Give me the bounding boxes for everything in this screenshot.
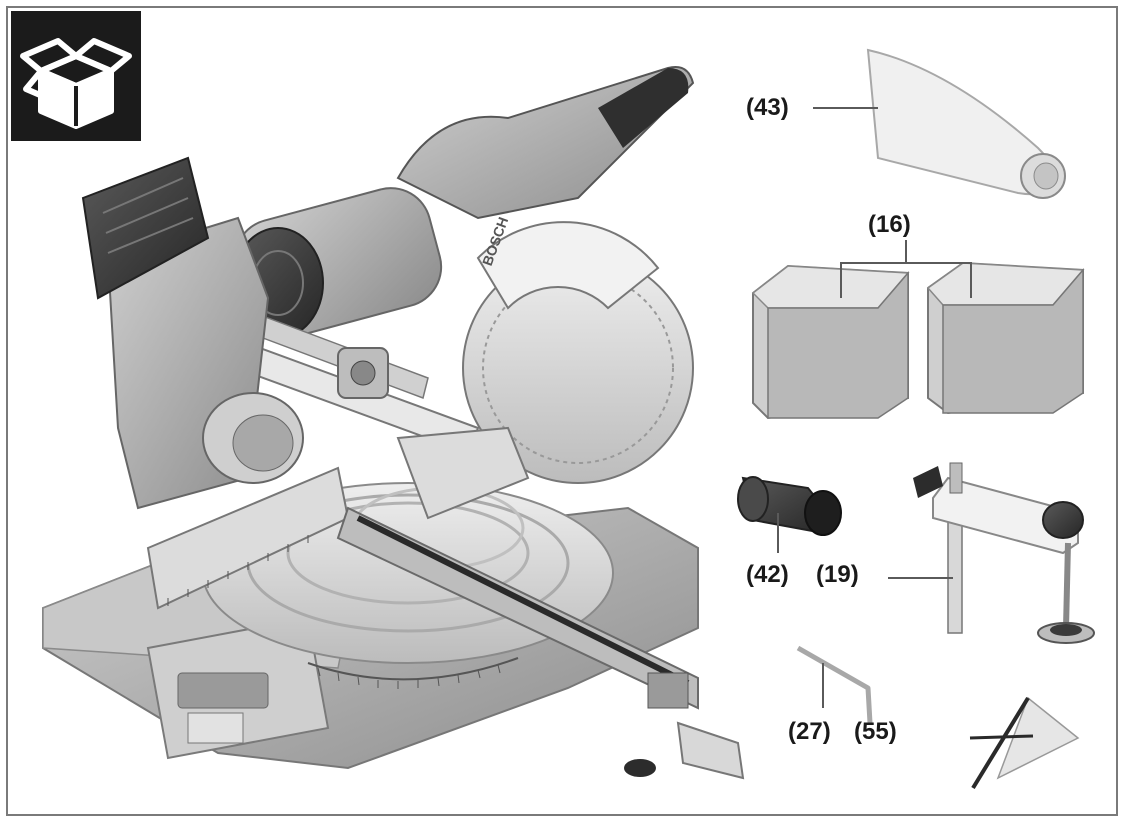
part-27-hex-key bbox=[796, 645, 873, 724]
part-42-adapter bbox=[737, 476, 842, 553]
table-extension-rail bbox=[336, 506, 699, 710]
callout-19: (19) bbox=[816, 561, 859, 588]
miter-scale bbox=[307, 657, 519, 681]
miter-saw-illustration: BOSCH bbox=[42, 48, 1095, 790]
box-contents-badge bbox=[11, 11, 141, 141]
miter-saw: BOSCH bbox=[42, 66, 745, 780]
part-55-angle-tool bbox=[969, 696, 1080, 790]
saw-motor bbox=[232, 187, 443, 339]
part-43-dust-bag bbox=[813, 48, 1066, 199]
callout-16: (16) bbox=[868, 211, 911, 238]
figure-frame: BOSCH bbox=[6, 6, 1118, 816]
callout-55: (55) bbox=[854, 718, 897, 745]
part-19-material-clamp bbox=[888, 462, 1095, 644]
callout-27: (27) bbox=[788, 718, 831, 745]
callout-43: (43) bbox=[746, 94, 789, 121]
part-16-holding-blocks bbox=[751, 240, 1085, 420]
open-box-icon bbox=[20, 38, 132, 129]
callout-42: (42) bbox=[746, 561, 789, 588]
rear-handle bbox=[81, 156, 210, 300]
